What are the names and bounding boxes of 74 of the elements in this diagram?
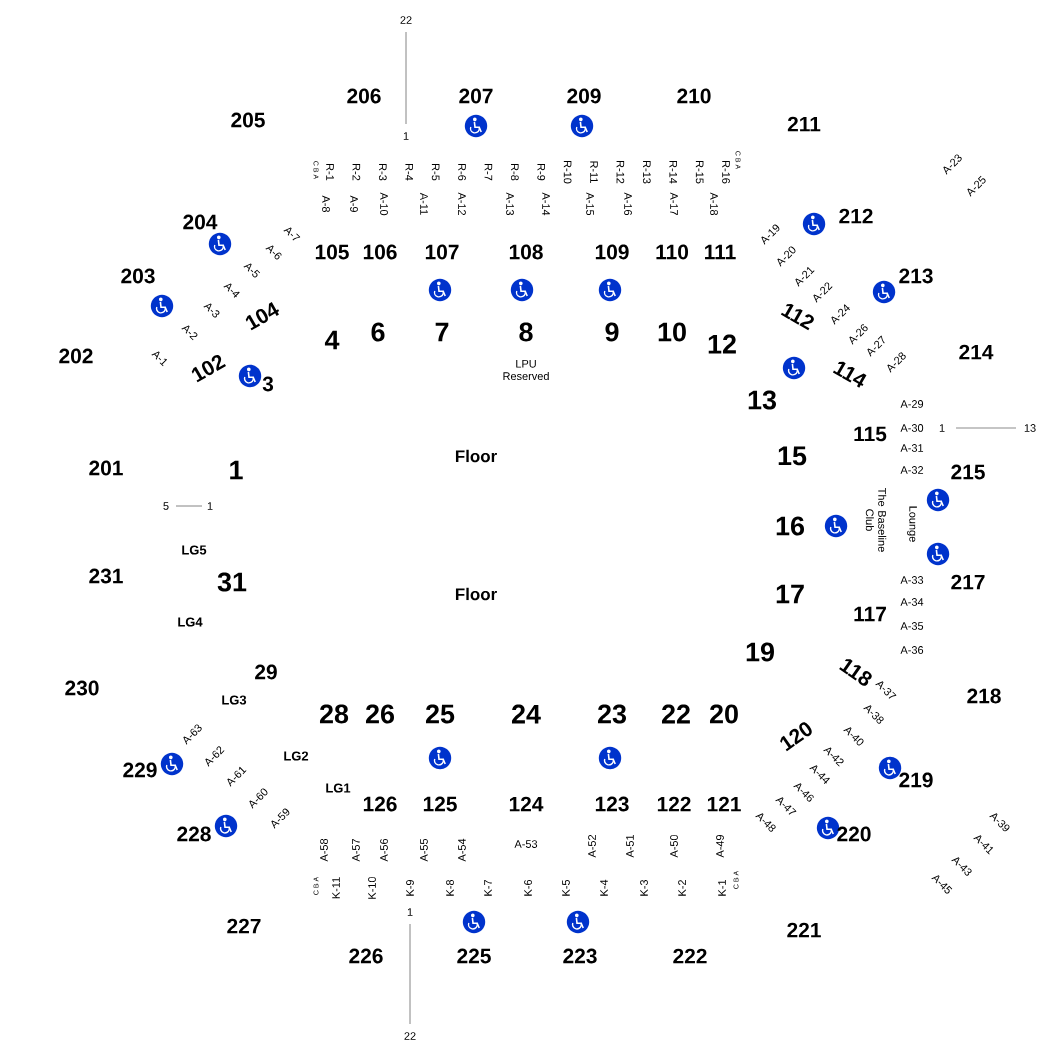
section-number: 203: [121, 268, 155, 284]
section-number: 211: [787, 116, 821, 132]
section-number: 227: [227, 918, 261, 934]
section-number: 16: [776, 516, 804, 536]
section-number: 13: [748, 390, 776, 410]
section-number: 225: [457, 948, 491, 964]
section-number: 110: [656, 244, 689, 260]
section-number: 206: [347, 88, 381, 104]
section-number: 123: [595, 796, 629, 812]
section-number: 23: [598, 704, 626, 724]
section-number: 223: [563, 948, 597, 964]
section-number: 228: [177, 826, 211, 842]
section-number: 3: [262, 376, 274, 392]
section-number: 31: [217, 572, 247, 592]
section-number: 204: [183, 214, 218, 230]
floor-label: Floor: [455, 449, 497, 463]
section-number: 102: [191, 354, 226, 383]
section-number: 108: [509, 244, 543, 260]
section-number: 212: [839, 208, 873, 224]
section-number: 202: [59, 348, 93, 364]
section-number: 213: [899, 268, 933, 284]
section-number: 220: [837, 826, 871, 842]
section-number: 209: [567, 88, 601, 104]
section-number: 111: [705, 244, 736, 260]
section-number: 105: [315, 244, 349, 260]
section-number: 231: [89, 568, 123, 584]
section-number: 112: [780, 303, 814, 331]
section-number: 121: [707, 796, 741, 812]
section-number: 201: [89, 460, 123, 476]
section-number: 20: [710, 704, 738, 724]
floor-label: Floor: [455, 587, 497, 601]
section-number: 6: [371, 322, 385, 342]
section-number: 126: [363, 796, 397, 812]
section-number: 17: [776, 584, 804, 604]
section-number: 107: [425, 244, 459, 260]
section-number: 125: [423, 796, 457, 812]
section-number: 230: [65, 680, 99, 696]
section-number: 114: [832, 361, 867, 388]
section-number: 28: [320, 704, 349, 724]
section-number: 29: [255, 664, 277, 680]
section-number: 4: [324, 330, 340, 350]
section-number: 219: [899, 772, 933, 788]
section-number: 207: [459, 88, 493, 104]
section-number: 217: [951, 574, 985, 590]
section-number: 222: [673, 948, 707, 964]
section-number: 120: [780, 722, 812, 752]
section-number: 218: [967, 688, 1001, 704]
section-number: 205: [231, 112, 265, 128]
section-number: 229: [123, 762, 157, 778]
section-number: 124: [509, 796, 544, 812]
section-number: 26: [366, 704, 394, 724]
section-number: 19: [746, 642, 774, 662]
section-number: 25: [426, 704, 455, 724]
section-number: 221: [787, 922, 821, 938]
section-number: 118: [839, 659, 872, 686]
section-number: 22: [662, 704, 690, 724]
section-number: 117: [854, 606, 886, 622]
section-number: 9: [605, 322, 619, 342]
section-number: 10: [658, 322, 686, 342]
section-number: 106: [363, 244, 397, 260]
section-number: 7: [435, 322, 449, 342]
section-number: 226: [349, 948, 383, 964]
section-number: 15: [778, 446, 807, 466]
section-number: 109: [595, 244, 629, 260]
section-number: 122: [657, 796, 691, 812]
section-number: 210: [677, 88, 711, 104]
section-number: 8: [519, 322, 533, 342]
section-number: 24: [512, 704, 541, 724]
section-number: 215: [951, 464, 985, 480]
section-number: 1: [230, 460, 243, 480]
section-number: 104: [245, 302, 280, 331]
section-number: 12: [708, 334, 736, 354]
section-number: 115: [854, 426, 887, 442]
section-number: 214: [959, 344, 994, 360]
